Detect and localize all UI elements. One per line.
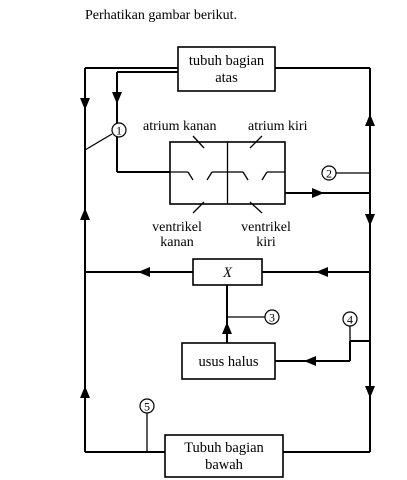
- marker-5-circle: [139, 398, 155, 414]
- arrow-left-outer-top: [80, 98, 90, 110]
- atrium-right-pointer: [192, 135, 205, 149]
- marker-1-circle: [111, 122, 127, 138]
- x-organ-box: [192, 258, 263, 286]
- upper-body-label-line1: tubuh bagian: [189, 53, 265, 69]
- marker-4-circle: [342, 311, 358, 327]
- ventricle-right-label-line1: ventrikel: [152, 220, 202, 235]
- arrow-right-mid-down: [365, 214, 375, 226]
- marker-1-number: 1: [116, 124, 122, 138]
- marker-3-number: 3: [269, 311, 275, 325]
- upper-body-box: [177, 46, 276, 92]
- atrium-left-label: atrium kiri: [248, 119, 308, 134]
- arrow-left-lower-up: [80, 386, 90, 398]
- arrow-right-lower-down: [365, 386, 375, 398]
- arrow-left-inner: [112, 92, 122, 104]
- arrow-portal-up: [222, 322, 232, 334]
- arrow-left-mid-up: [80, 208, 90, 220]
- ventricle-right-label-line2: kanan: [160, 235, 193, 250]
- arrow-x-left: [138, 267, 150, 277]
- atrium-right-label: atrium kanan: [143, 119, 216, 134]
- lower-body-box: [164, 434, 284, 478]
- question-title: Perhatikan gambar berikut.: [85, 8, 237, 23]
- arrow-x-right-in: [316, 267, 328, 277]
- ventricle-left-label-line1: ventrikel: [241, 220, 291, 235]
- ventricle-left-label-line2: kiri: [256, 235, 276, 250]
- marker-2-number: 2: [326, 167, 332, 181]
- valve-septum-left-tick: [206, 171, 213, 181]
- lower-body-label-line2: bawah: [205, 457, 244, 473]
- arrow-right-outer-up: [365, 114, 375, 126]
- x-organ-label: X: [222, 265, 233, 281]
- upper-body-label-line2: atas: [215, 70, 238, 86]
- marker-3-circle: [264, 309, 280, 325]
- ventricle-right-pointer: [192, 201, 205, 214]
- marker-1-pointer: [84, 133, 113, 151]
- atrium-left-pointer: [249, 135, 263, 149]
- marker-4-number: 4: [347, 313, 353, 327]
- valve-right-tick: [187, 171, 194, 181]
- intestine-label: usus halus: [198, 354, 258, 370]
- intestine-box: [181, 342, 276, 380]
- lower-body-label-line1: Tubuh bagian: [184, 440, 264, 456]
- valve-left-tick: [261, 171, 268, 181]
- arrow-intestine-in: [304, 356, 316, 366]
- ventricle-left-pointer: [249, 201, 263, 214]
- valve-septum-right-tick: [242, 171, 249, 181]
- marker-5-number: 5: [144, 400, 150, 414]
- arrow-heart-out: [312, 188, 324, 198]
- marker-2-circle: [321, 165, 337, 181]
